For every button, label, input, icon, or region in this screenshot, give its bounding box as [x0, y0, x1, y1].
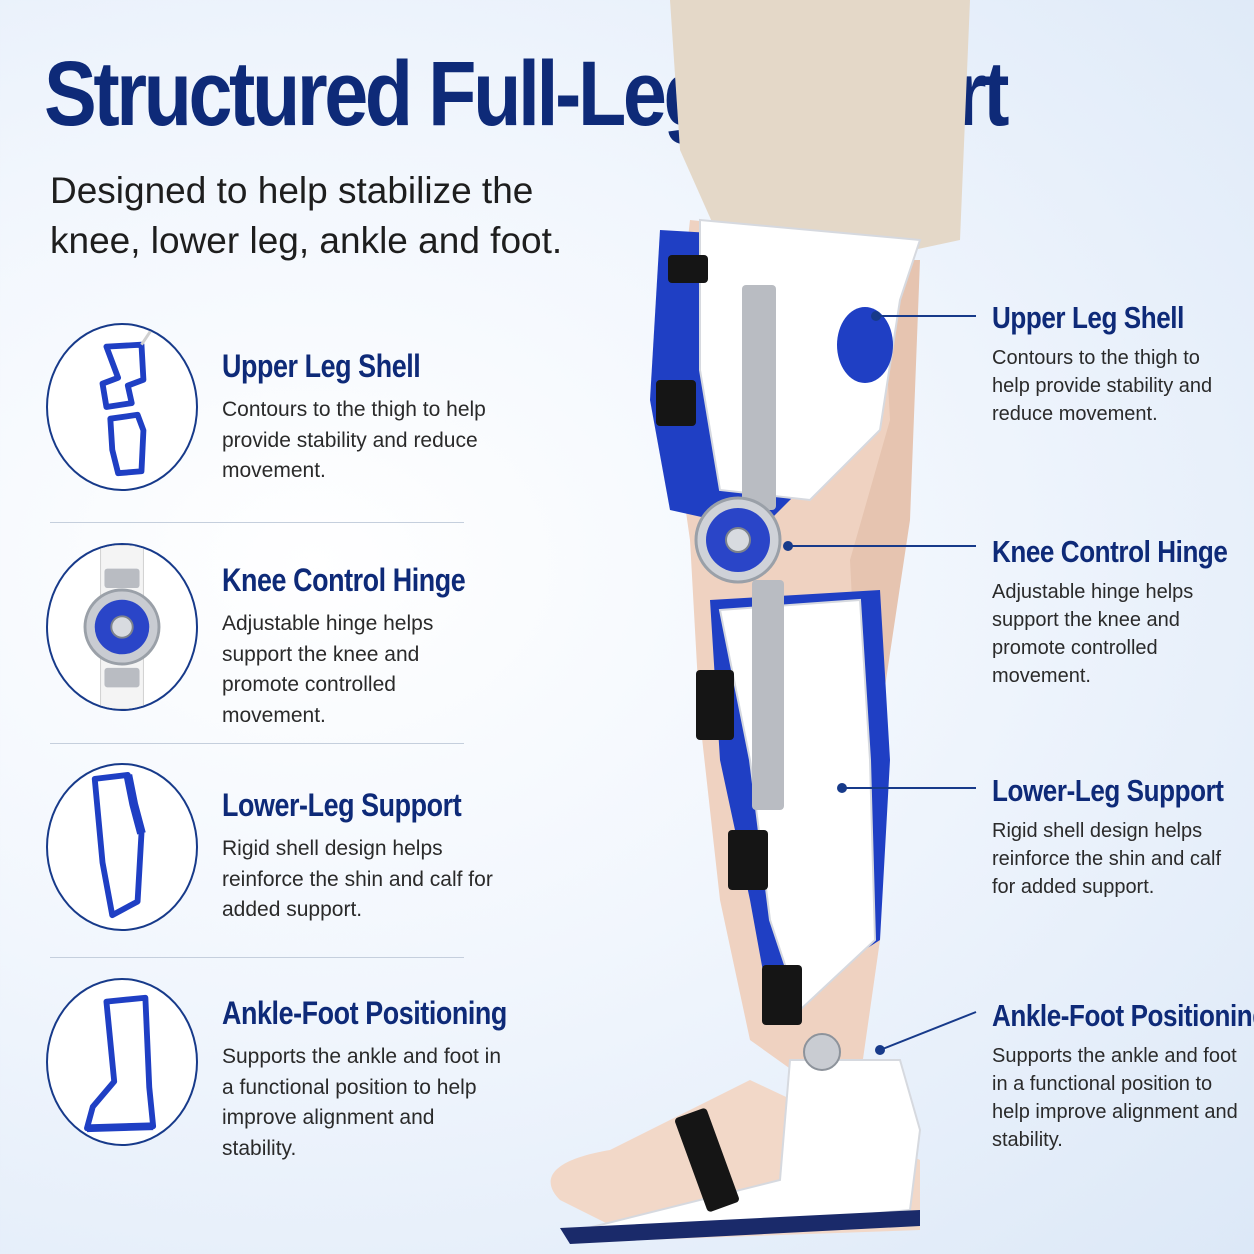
page-subtitle: Designed to help stabilize the knee, low… — [50, 170, 563, 261]
ankle-joint — [803, 1033, 841, 1071]
feature-description: Contours to the thigh to help provide st… — [222, 398, 486, 482]
shin-strap — [762, 965, 802, 1025]
thigh-strap — [656, 380, 696, 426]
foot-strap — [675, 1108, 739, 1212]
feature-description: Supports the ankle and foot in a functio… — [222, 1045, 502, 1160]
feature-heading: Lower-Leg Support — [222, 787, 462, 823]
callout-heading: Lower-Leg Support — [992, 773, 1224, 808]
callout-heading: Ankle-Foot Positioning — [992, 998, 1254, 1033]
lower-upright-bar — [752, 580, 784, 810]
callout-heading: Upper Leg Shell — [992, 300, 1184, 335]
upper-leg-shell-thumbnail — [46, 323, 198, 491]
thigh-shell-vent — [837, 307, 893, 383]
lower-leg-support-thumbnail — [46, 763, 198, 931]
feature-lower-leg-support: Lower-Leg Support Rigid shell design hel… — [222, 787, 502, 926]
callout-heading: Knee Control Hinge — [992, 534, 1228, 569]
callout-description: Adjustable hinge helps support the knee … — [992, 581, 1194, 687]
shin-strap — [728, 830, 768, 890]
knee-hinge-thumbnail — [46, 543, 198, 711]
feature-heading: Knee Control Hinge — [222, 562, 466, 598]
feature-ankle-foot-positioning: Ankle-Foot Positioning Supports the ankl… — [222, 995, 507, 1164]
callout-description: Rigid shell design helps reinforce the s… — [992, 820, 1222, 898]
ankle-foot-thumbnail — [46, 978, 198, 1146]
callout-upper-leg-shell: Upper Leg Shell Contours to the thigh to… — [992, 300, 1242, 428]
callout-description: Contours to the thigh to help provide st… — [992, 347, 1213, 425]
thigh-strap — [668, 255, 708, 283]
callout-knee-control-hinge: Knee Control Hinge Adjustable hinge help… — [992, 534, 1242, 690]
feature-upper-leg-shell: Upper Leg Shell Contours to the thigh to… — [222, 348, 502, 487]
feature-description: Adjustable hinge helps support the knee … — [222, 612, 434, 727]
feature-heading: Ankle-Foot Positioning — [222, 995, 507, 1031]
feature-heading: Upper Leg Shell — [222, 348, 421, 384]
callout-description: Supports the ankle and foot in a functio… — [992, 1045, 1238, 1151]
leg-brace-illustration — [550, 0, 970, 1244]
divider — [50, 522, 464, 523]
divider — [50, 957, 464, 958]
upper-upright-bar — [742, 285, 776, 510]
shin-strap — [696, 670, 734, 740]
callout-lower-leg-support: Lower-Leg Support Rigid shell design hel… — [992, 773, 1242, 901]
sole — [560, 1210, 920, 1244]
feature-description: Rigid shell design helps reinforce the s… — [222, 837, 493, 921]
divider — [50, 743, 464, 744]
callout-ankle-foot-positioning: Ankle-Foot Positioning Supports the ankl… — [992, 998, 1254, 1154]
shorts — [670, 0, 970, 270]
feature-knee-control-hinge: Knee Control Hinge Adjustable hinge help… — [222, 562, 502, 731]
